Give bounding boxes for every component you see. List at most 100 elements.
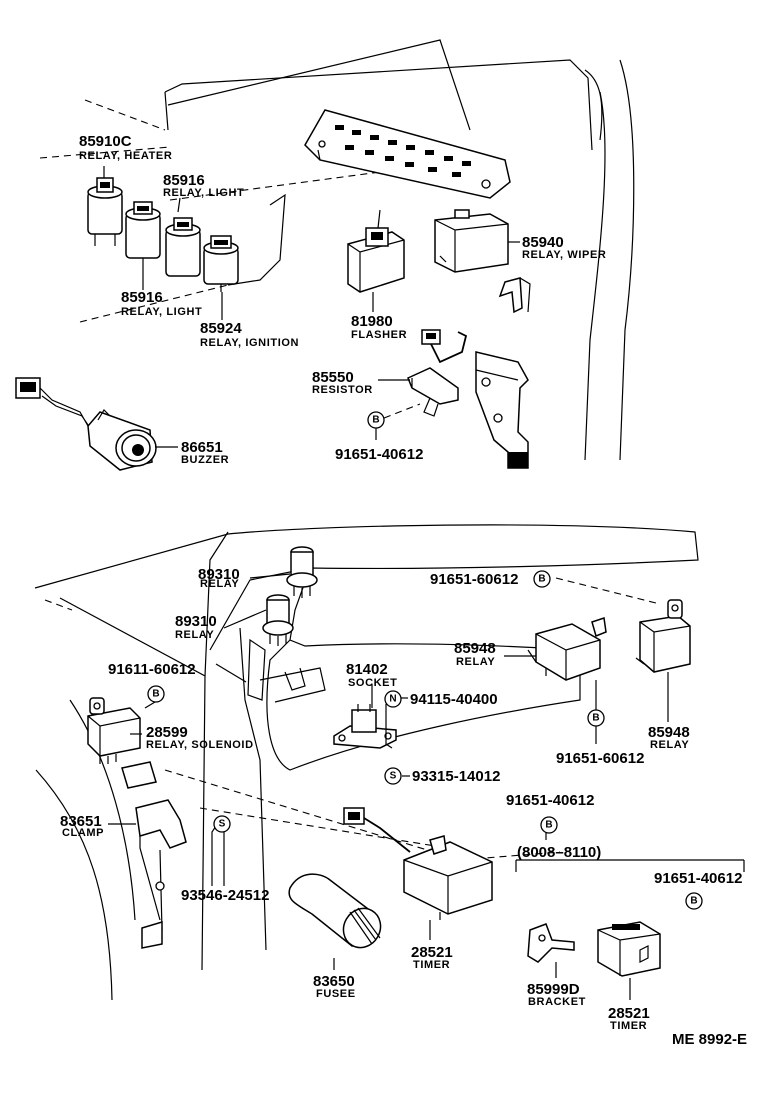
timer-center-drawing	[343, 807, 493, 920]
svg-text:RESISTOR: RESISTOR	[312, 384, 373, 396]
part-label-83650: 83650 FUSEE	[313, 973, 356, 1000]
flasher-drawing	[347, 209, 405, 293]
svg-text:85916: 85916	[121, 289, 163, 306]
svg-text:N: N	[389, 694, 396, 705]
svg-text:85948: 85948	[648, 724, 690, 741]
svg-text:91651-40612: 91651-40612	[654, 870, 742, 887]
svg-text:S: S	[390, 771, 397, 782]
part-label-28599: 28599 RELAY, SOLENOID	[146, 724, 254, 751]
svg-text:28521: 28521	[608, 1005, 650, 1022]
date-range-label: (8008–8110)	[517, 844, 601, 861]
callout-b1: B	[367, 411, 385, 429]
relay-light-1-drawing	[125, 201, 161, 259]
svg-text:B: B	[592, 713, 599, 724]
svg-text:B: B	[152, 689, 159, 700]
callout-n1: N	[384, 690, 402, 708]
callout-s2: S	[213, 815, 231, 833]
svg-text:TIMER: TIMER	[413, 959, 450, 971]
svg-text:BUZZER: BUZZER	[181, 454, 229, 466]
svg-text:93546-24512: 93546-24512	[181, 887, 269, 904]
svg-text:28521: 28521	[411, 944, 453, 961]
svg-text:91611-60612: 91611-60612	[108, 661, 196, 678]
part-label-91651-60612-top: 91651-60612	[430, 571, 518, 588]
svg-text:85550: 85550	[312, 369, 354, 386]
part-label-89310-upper: 89310 RELAY	[198, 566, 240, 590]
part-label-85916-bottom: 85916 RELAY, LIGHT	[121, 289, 202, 318]
svg-text:SOCKET: SOCKET	[348, 677, 397, 689]
part-label-85940: 85940 RELAY, WIPER	[522, 234, 606, 261]
svg-text:RELAY, LIGHT: RELAY, LIGHT	[163, 187, 244, 199]
callout-b5: B	[540, 816, 558, 834]
svg-text:91651-60612: 91651-60612	[430, 571, 518, 588]
bracket-drawing	[527, 923, 575, 963]
svg-text:B: B	[372, 415, 379, 426]
svg-text:94115-40400: 94115-40400	[410, 691, 498, 708]
part-label-85550: 85550 RESISTOR	[312, 369, 373, 396]
resistor-drawing	[407, 329, 468, 417]
relay-ignition-drawing	[203, 235, 239, 292]
svg-text:89310: 89310	[175, 613, 217, 630]
svg-text:81980: 81980	[351, 313, 393, 330]
part-label-93546-24512: 93546-24512	[181, 887, 269, 904]
panel-bracket-drawing	[475, 351, 529, 469]
upper-leaders	[103, 166, 520, 448]
part-label-28521-center: 28521 TIMER	[411, 944, 453, 971]
svg-text:BRACKET: BRACKET	[528, 996, 586, 1008]
relay-89310-upper-drawing	[286, 546, 318, 598]
part-label-83651: 83651 CLAMP	[60, 813, 104, 839]
svg-text:RELAY: RELAY	[456, 656, 495, 668]
svg-text:89310: 89310	[198, 566, 240, 583]
fusee-drawing	[288, 873, 382, 949]
svg-text:FUSEE: FUSEE	[316, 988, 356, 1000]
part-label-94115-40400: 94115-40400	[410, 691, 498, 708]
part-label-93315-14012: 93315-14012	[412, 768, 500, 785]
svg-text:RELAY, LIGHT: RELAY, LIGHT	[121, 306, 202, 318]
relay-heater-drawing	[87, 177, 123, 246]
part-label-85999d: 85999D BRACKET	[527, 981, 586, 1008]
part-label-91611-60612: 91611-60612	[108, 661, 196, 678]
relay-85948-left-drawing	[522, 617, 607, 710]
svg-text:85948: 85948	[454, 640, 496, 657]
callout-b6: B	[685, 892, 703, 910]
part-label-91651-40612-mid: 91651-40612	[506, 792, 594, 809]
clamp-drawing	[121, 761, 187, 949]
callout-b2: B	[533, 570, 551, 588]
part-label-91651-40612-right: 91651-40612	[654, 870, 742, 887]
svg-text:85910C: 85910C	[79, 133, 132, 150]
part-label-89310-lower: 89310 RELAY	[175, 613, 217, 641]
solenoid-relay-drawing	[87, 697, 141, 764]
part-label-86651: 86651 BUZZER	[181, 439, 229, 466]
svg-text:91651-40612: 91651-40612	[335, 446, 423, 463]
svg-text:85916: 85916	[163, 172, 205, 189]
svg-text:93315-14012: 93315-14012	[412, 768, 500, 785]
svg-text:TIMER: TIMER	[610, 1020, 647, 1032]
svg-text:CLAMP: CLAMP	[62, 827, 104, 839]
svg-text:B: B	[545, 820, 552, 831]
part-label-28521-right: 28521 TIMER	[608, 1005, 650, 1032]
date-range-bracket	[515, 859, 745, 872]
part-label-91651-60612-right: 91651-60612	[556, 750, 644, 767]
svg-text:S: S	[219, 819, 226, 830]
svg-text:83651: 83651	[60, 813, 102, 830]
part-label-85948-right: 85948 RELAY	[648, 724, 690, 751]
part-label-85924: 85924 RELAY, IGNITION	[200, 320, 298, 349]
svg-text:85999D: 85999D	[527, 981, 580, 998]
svg-text:85940: 85940	[522, 234, 564, 251]
svg-text:28599: 28599	[146, 724, 188, 741]
socket-drawing	[333, 704, 397, 749]
junction-plate	[304, 109, 511, 199]
svg-text:85924: 85924	[200, 320, 242, 337]
svg-text:RELAY, SOLENOID: RELAY, SOLENOID	[146, 739, 254, 751]
relay-light-2-drawing	[165, 217, 201, 277]
part-label-85916-top: 85916 RELAY, LIGHT	[163, 172, 244, 199]
lower-leaders	[108, 573, 669, 1000]
relay-89310-lower-drawing	[262, 594, 294, 646]
part-label-85910c: 85910C RELAY, HEATER	[79, 133, 172, 162]
wiper-bracket-drawing	[498, 277, 531, 314]
svg-text:B: B	[690, 896, 697, 907]
callout-s1: S	[384, 767, 402, 785]
lower-body-outline	[34, 524, 699, 1001]
svg-text:RELAY: RELAY	[650, 739, 689, 751]
